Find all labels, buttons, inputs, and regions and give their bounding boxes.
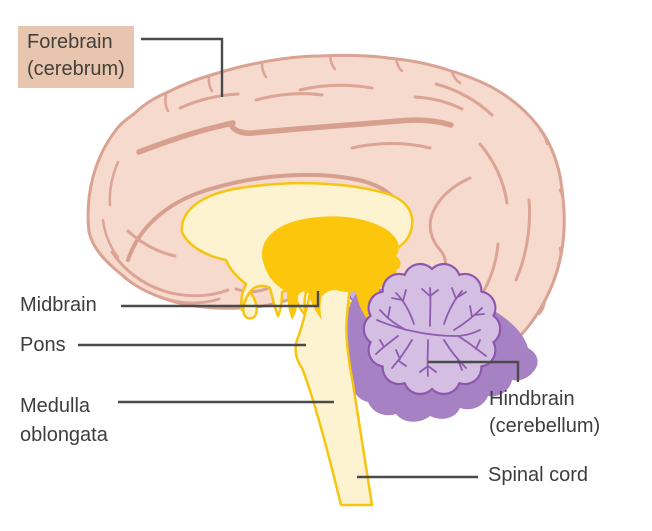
label-spinal-cord: Spinal cord [488, 464, 589, 486]
label-medulla-oblongata: Medulla oblongata [20, 392, 108, 450]
label-forebrain-line1: Forebrain [27, 31, 113, 53]
thalamus-shape [262, 216, 401, 320]
cerebellum-shape [362, 262, 502, 396]
label-medulla-line2: oblongata [20, 424, 108, 446]
hindbrain-leader-line [428, 360, 520, 382]
label-hindbrain-line2: (cerebellum) [489, 415, 601, 437]
forebrain-leader-line [141, 37, 224, 97]
midbrain-leader-line [121, 291, 320, 308]
label-midbrain: Midbrain [20, 294, 97, 316]
label-medulla-line1: Medulla [20, 395, 91, 417]
label-forebrain: Forebrain (cerebrum) [18, 26, 134, 88]
label-hindbrain-line1: Hindbrain [489, 388, 575, 410]
label-forebrain-line2: (cerebrum) [27, 58, 125, 80]
label-pons: Pons [20, 334, 66, 356]
label-hindbrain: Hindbrain (cerebellum) [489, 386, 600, 440]
